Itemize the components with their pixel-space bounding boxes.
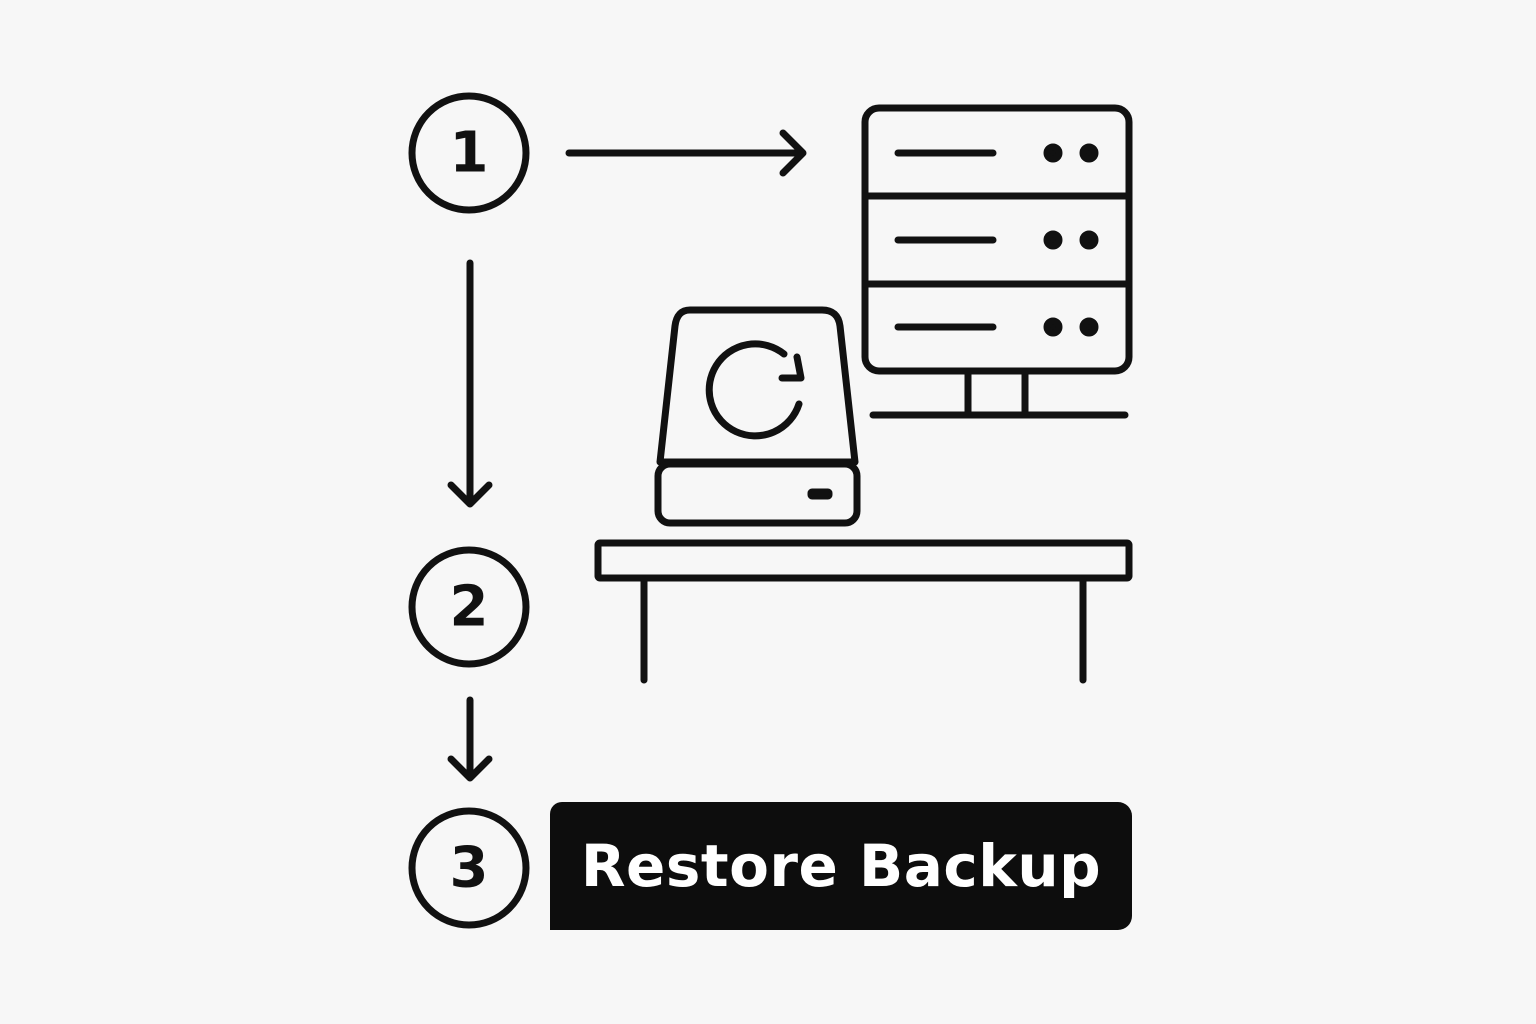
step-3-number: 3	[450, 836, 489, 901]
table-icon	[594, 539, 1133, 684]
restore-backup-label: Restore Backup	[580, 832, 1102, 900]
arrow-right	[565, 129, 807, 177]
refresh-icon	[705, 340, 805, 440]
arrow-down-2	[447, 696, 493, 782]
backup-drive-icon	[654, 306, 861, 527]
step-2-marker: 2	[408, 546, 530, 668]
step-2-number: 2	[450, 575, 489, 640]
arrow-down-1	[447, 259, 493, 508]
server-rack-icon	[861, 104, 1133, 419]
restore-backup-button[interactable]: Restore Backup	[550, 802, 1132, 930]
step-1-marker: 1	[408, 92, 530, 214]
step-3-marker: 3	[408, 807, 530, 929]
step-1-number: 1	[450, 121, 489, 186]
